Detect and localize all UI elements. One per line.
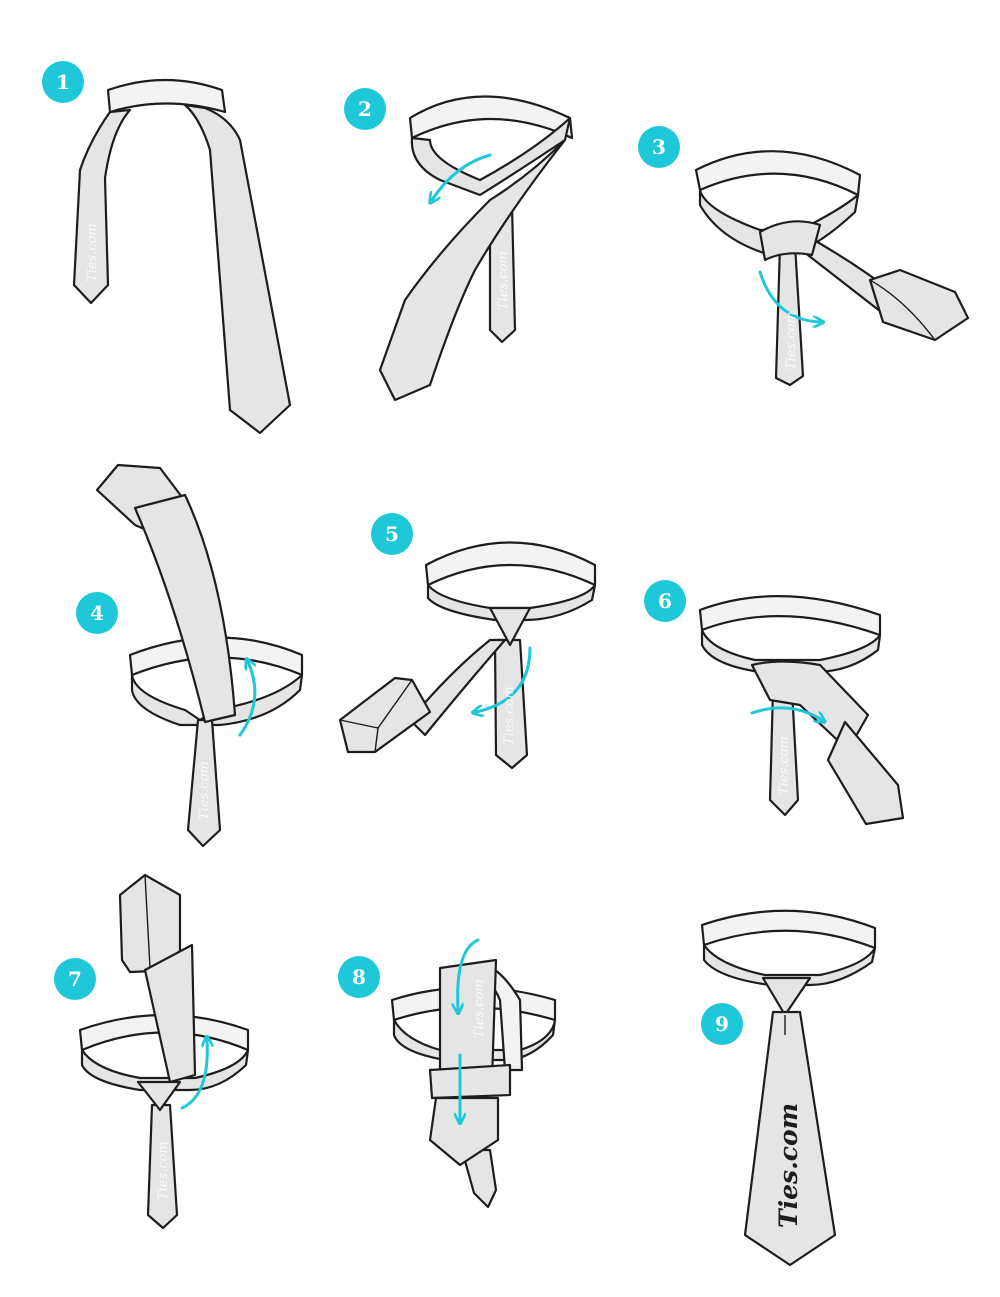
step-8-watermark: Ties.com [472,979,487,1038]
step-9-brand-label: Ties.com [774,1103,803,1228]
step-4-illustration: Ties.com [97,465,302,846]
step-2-illustration: Ties.com [380,97,572,401]
step-1-illustration: Ties.com [74,80,290,433]
step-1-watermark: Ties.com [85,223,100,282]
step-8-illustration: Ties.com [392,940,555,1207]
step-6-watermark: Ties.com [777,736,792,795]
step-5-watermark: Ties.com [502,686,517,745]
step-3-watermark: Ties.com [784,311,799,370]
step-4-watermark: Ties.com [197,761,212,820]
step-7-illustration: Ties.com [80,875,248,1228]
step-5-illustration: Ties.com [340,543,595,769]
step-3-illustration: Ties.com [696,151,968,385]
step-6-illustration: Ties.com [700,596,903,824]
step-2-watermark: Ties.com [496,251,511,310]
step-7-watermark: Ties.com [156,1141,171,1200]
step-9-illustration: Ties.com [702,911,875,1265]
